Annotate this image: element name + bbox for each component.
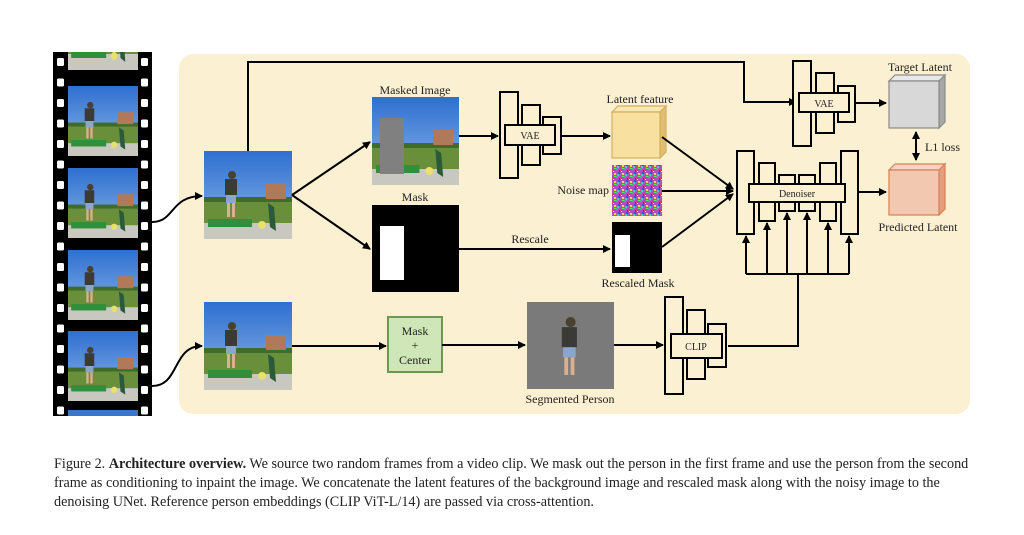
- rescaled-mask-label: Rescaled Mask: [602, 276, 675, 290]
- sprocket-hole: [141, 386, 148, 394]
- mask-center-label-1: Mask: [402, 324, 429, 338]
- film-frame: [68, 331, 138, 401]
- sprocket-hole: [141, 222, 148, 230]
- noise-map: [612, 165, 662, 216]
- rescale-label: Rescale: [511, 232, 548, 246]
- caption-prefix: Figure 2.: [54, 456, 109, 472]
- sprocket-hole: [141, 324, 148, 333]
- mask-center-box: [387, 316, 443, 373]
- vae-encoder: [499, 91, 562, 179]
- denoiser-unet: [736, 150, 859, 235]
- sprocket-hole: [141, 119, 148, 128]
- frame-to-masked-arrow: [291, 141, 371, 196]
- sprocket-hole: [141, 160, 148, 169]
- sprocket-hole: [141, 365, 148, 374]
- sprocket-hole: [141, 99, 148, 107]
- film-frame: [68, 168, 138, 238]
- input-frame-2: [204, 302, 292, 390]
- sprocket-hole: [57, 222, 64, 230]
- target-latent-cube: [887, 73, 947, 130]
- film-to-frame2-arrow: [151, 342, 203, 387]
- sprocket-hole: [141, 181, 148, 189]
- denoiser-label: Denoiser: [779, 189, 816, 200]
- sprocket-hole: [141, 242, 148, 251]
- sprocket-hole: [57, 242, 64, 251]
- sprocket-hole: [141, 263, 148, 271]
- mask-image: [372, 205, 459, 292]
- film-to-frame1-arrow: [151, 192, 203, 223]
- sprocket-hole: [57, 406, 64, 415]
- sprocket-hole: [57, 386, 64, 394]
- sprocket-hole: [57, 304, 64, 312]
- latent-to-denoiser-arrow: [661, 136, 734, 190]
- sprocket-hole: [57, 345, 64, 353]
- l1-loss-label: L1 loss: [925, 140, 960, 154]
- film-frame: [68, 250, 138, 320]
- architecture-diagram: Masked Image Mask VAE Latent feature Noi…: [53, 52, 970, 416]
- sprocket-hole: [141, 201, 148, 210]
- predicted-latent-label: Predicted Latent: [879, 220, 959, 234]
- noise-map-label: Noise map: [557, 183, 609, 197]
- rescaled-to-denoiser-arrow: [661, 193, 734, 248]
- sprocket-hole: [57, 78, 64, 87]
- mask-label: Mask: [402, 190, 429, 204]
- sprocket-hole: [57, 119, 64, 128]
- sprocket-hole: [141, 345, 148, 353]
- caption-body: We source two random frames from a video…: [54, 456, 969, 510]
- sprocket-hole: [57, 283, 64, 292]
- vae-target: [792, 60, 856, 147]
- sprocket-hole: [141, 78, 148, 87]
- film-frame: [68, 86, 138, 156]
- latent-feature-label: Latent feature: [607, 92, 674, 106]
- sprocket-hole: [141, 58, 148, 66]
- segmented-person: [527, 302, 614, 389]
- film-strip: [53, 52, 152, 416]
- target-latent-label: Target Latent: [888, 60, 953, 74]
- latent-feature-cube: [610, 104, 668, 160]
- vae-encoder-label: VAE: [520, 131, 539, 142]
- sprocket-hole: [57, 263, 64, 271]
- sprocket-hole: [57, 99, 64, 107]
- figure-caption: Figure 2. Architecture overview. We sour…: [54, 455, 984, 512]
- sprocket-hole: [57, 181, 64, 189]
- mask-center-label-3: Center: [399, 353, 431, 367]
- vae-target-label: VAE: [814, 99, 833, 110]
- sprocket-hole: [57, 324, 64, 333]
- sprocket-hole: [57, 58, 64, 66]
- masked-image: [372, 97, 459, 185]
- sprocket-hole: [57, 160, 64, 169]
- mask-center-label-2: +: [412, 338, 419, 352]
- clip-encoder: [664, 296, 727, 395]
- frame-to-mask-arrow: [291, 194, 371, 250]
- predicted-latent-cube: [887, 162, 947, 217]
- clip-label: CLIP: [685, 342, 707, 353]
- sprocket-hole: [57, 365, 64, 374]
- caption-title: Architecture overview.: [108, 456, 247, 472]
- sprocket-hole: [141, 304, 148, 312]
- sprocket-hole: [57, 140, 64, 148]
- frame-to-target-vae-line: [247, 61, 797, 151]
- film-frame: [68, 52, 138, 70]
- masked-image-label: Masked Image: [380, 83, 451, 97]
- input-frame-1: [204, 151, 292, 239]
- sprocket-hole: [141, 283, 148, 292]
- segmented-person-label: Segmented Person: [526, 392, 615, 406]
- rescaled-mask: [612, 222, 662, 273]
- sprocket-hole: [141, 406, 148, 415]
- sprocket-hole: [141, 140, 148, 148]
- cross-attention-arrows: [728, 212, 853, 347]
- sprocket-hole: [57, 201, 64, 210]
